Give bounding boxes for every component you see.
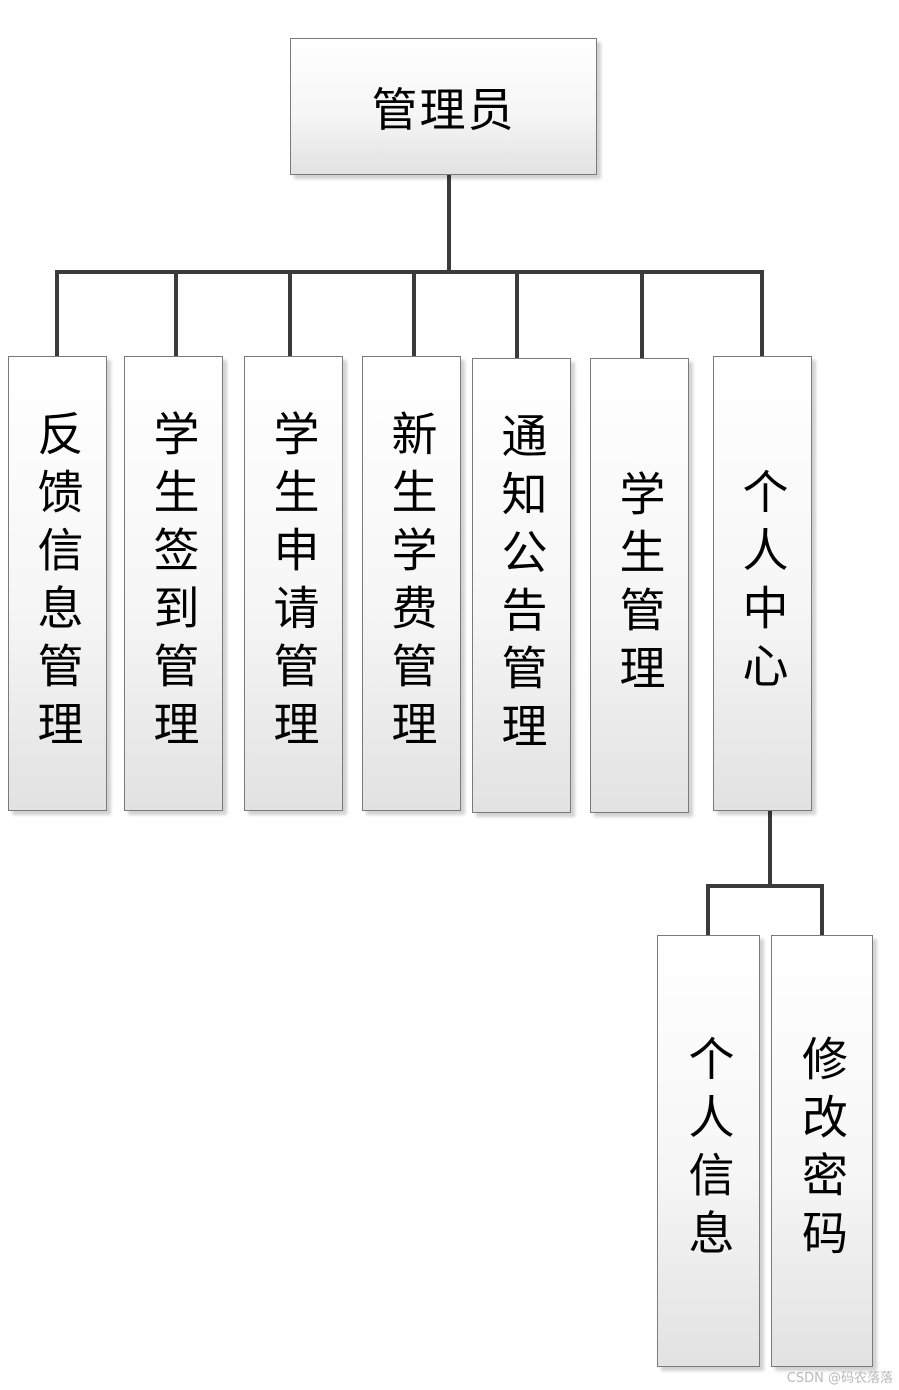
- connector-drop-change-password: [820, 884, 824, 936]
- connector-drop-personal-center: [760, 270, 764, 356]
- connector-drop-notice: [515, 270, 519, 358]
- connector-drop-feedback: [55, 270, 59, 356]
- module-node-tuition: 新生学费管理: [362, 356, 461, 811]
- module-node-notice: 通知公告管理: [472, 358, 571, 813]
- connector-drop-personal-info: [706, 884, 710, 936]
- module-node-application: 学生申请管理: [244, 356, 343, 811]
- connector-root-down: [447, 174, 451, 272]
- root-node-admin: 管理员: [290, 38, 597, 175]
- sub-node-personal-info: 个人信息: [657, 935, 760, 1367]
- connector-personal-center-down: [768, 810, 772, 886]
- connector-drop-student: [640, 270, 644, 358]
- connector-main-bus: [55, 270, 764, 274]
- module-node-sign-in: 学生签到管理: [124, 356, 223, 811]
- connector-sub-bus: [706, 884, 824, 888]
- module-node-personal-center: 个人中心: [713, 356, 812, 811]
- sub-node-change-password: 修改密码: [771, 935, 873, 1367]
- connector-drop-tuition: [412, 270, 416, 358]
- connector-drop-application: [288, 270, 292, 356]
- module-node-student: 学生管理: [590, 358, 689, 813]
- module-node-feedback: 反馈信息管理: [8, 356, 107, 811]
- watermark-text: CSDN @码农落落: [786, 1371, 893, 1386]
- connector-drop-sign-in: [174, 270, 178, 356]
